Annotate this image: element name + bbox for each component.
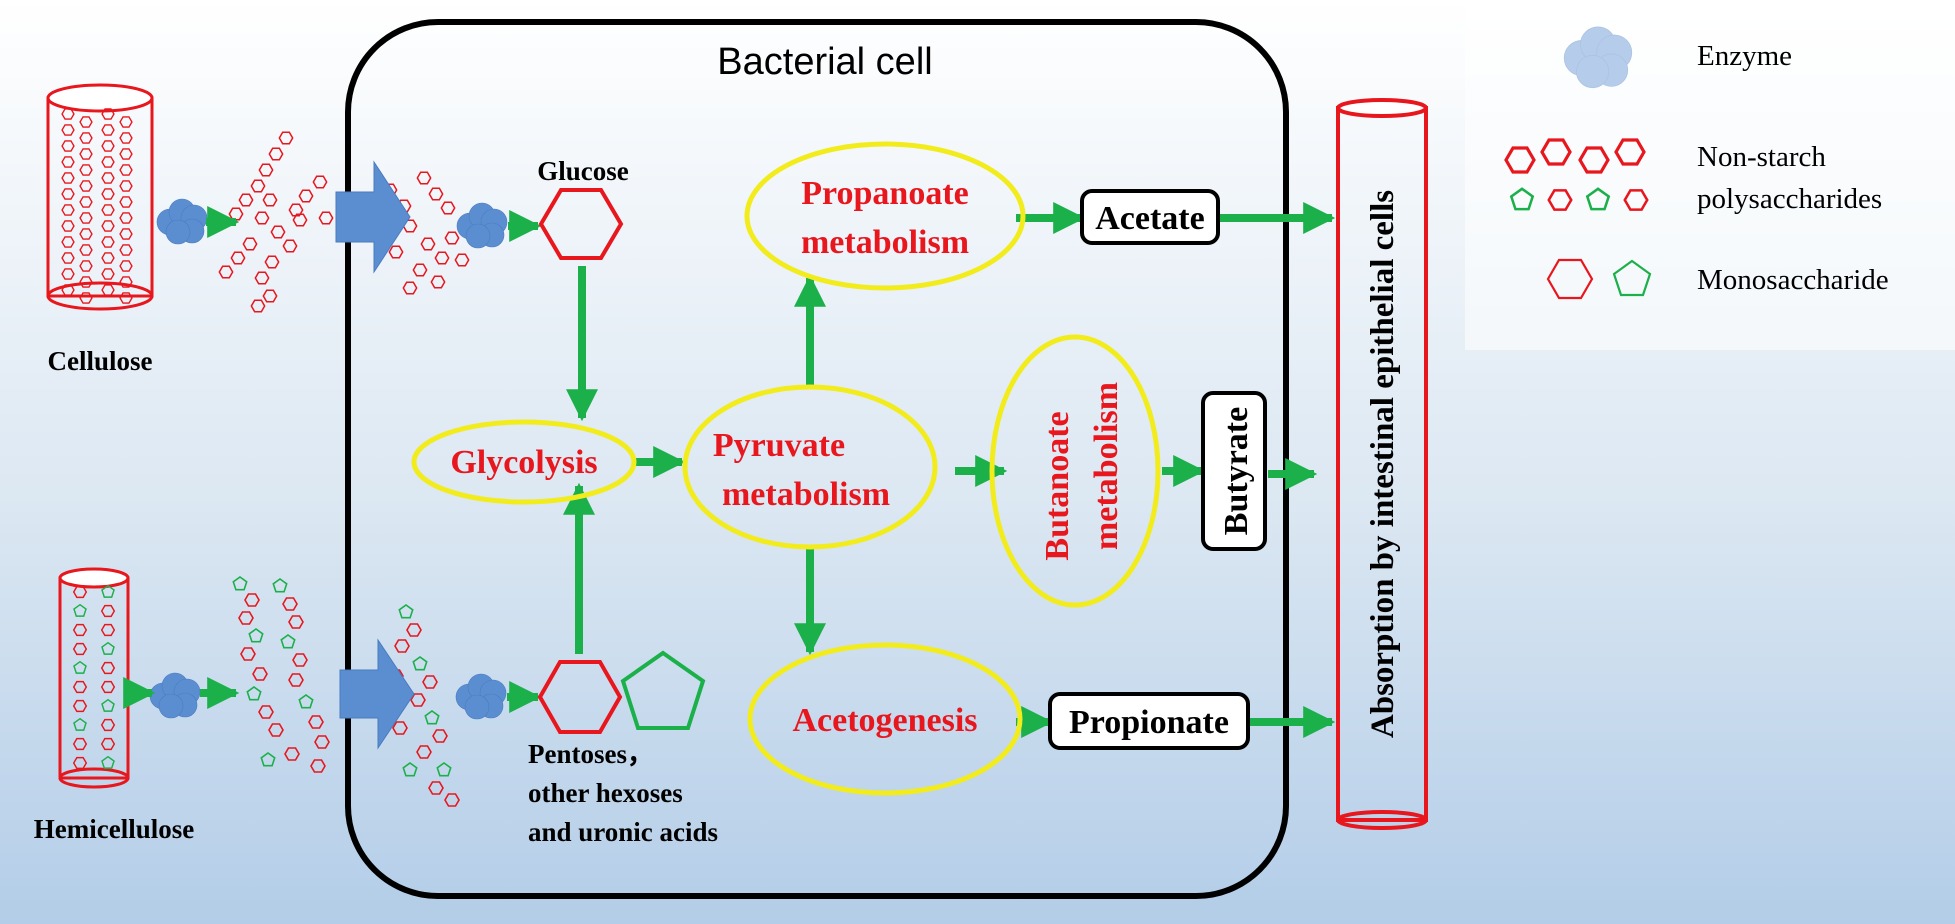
acetogenesis-ellipse: [747, 642, 1023, 796]
pentose-pentagon-icon: [620, 650, 706, 730]
pentoses-label-1: Pentoses，: [528, 739, 654, 769]
pentoses-label-3: and uronic acids: [528, 817, 718, 847]
cellulose-cylinder-icon: [46, 83, 154, 311]
block-arrow-icon: [335, 160, 411, 274]
butanoate-ellipse: [989, 334, 1161, 608]
glucose-hexagon-icon: [538, 188, 624, 260]
legend-enzyme-label: Enzyme: [1697, 40, 1792, 72]
propanoate-label-2: metabolism: [801, 224, 969, 261]
legend-hexagon-icon: [1546, 258, 1594, 300]
butanoate-label-1: Butanoate: [1039, 411, 1076, 560]
block-arrow-icon: [339, 638, 415, 750]
acetogenesis-label: Acetogenesis: [792, 702, 977, 739]
flow-arrows: [123, 202, 1336, 738]
pyruvate-label-1: Pyruvate: [713, 427, 845, 464]
hemicellulose-label: Hemicellulose: [34, 814, 194, 844]
propionate-box: [1048, 692, 1250, 750]
propanoate-label-1: Propanoate: [801, 175, 968, 212]
butanoate-label-2: metabolism: [1088, 382, 1125, 550]
hexose-hexagon-icon: [537, 660, 623, 734]
cellulose-label: Cellulose: [48, 346, 153, 376]
cell-title: Bacterial cell: [717, 41, 932, 83]
legend-panel: [1465, 0, 1955, 350]
pentoses-label-2: other hexoses: [528, 778, 683, 808]
legend-mono-label: Monosaccharide: [1697, 264, 1889, 296]
butyrate-label: Butyrate: [1218, 407, 1255, 535]
glycolysis-label: Glycolysis: [450, 444, 597, 481]
acetate-box: [1080, 189, 1220, 245]
legend-nsp-label-2: polysaccharides: [1697, 183, 1882, 215]
glycolysis-ellipse: [411, 419, 637, 505]
glucose-label: Glucose: [537, 156, 629, 186]
legend-pentagon-icon: [1612, 259, 1652, 297]
pyruvate-ellipse: [682, 384, 938, 550]
acetate-label: Acetate: [1095, 200, 1204, 237]
absorption-cylinder-icon: [1336, 98, 1428, 830]
propionate-label: Propionate: [1069, 704, 1229, 741]
butyrate-box: [1201, 391, 1267, 551]
pyruvate-label-2: metabolism: [722, 476, 890, 513]
legend-nsp-label-1: Non-starch: [1697, 141, 1826, 173]
propanoate-ellipse: [744, 141, 1026, 291]
absorption-label: Absorption by intestinal epithelial cell…: [1365, 190, 1401, 738]
